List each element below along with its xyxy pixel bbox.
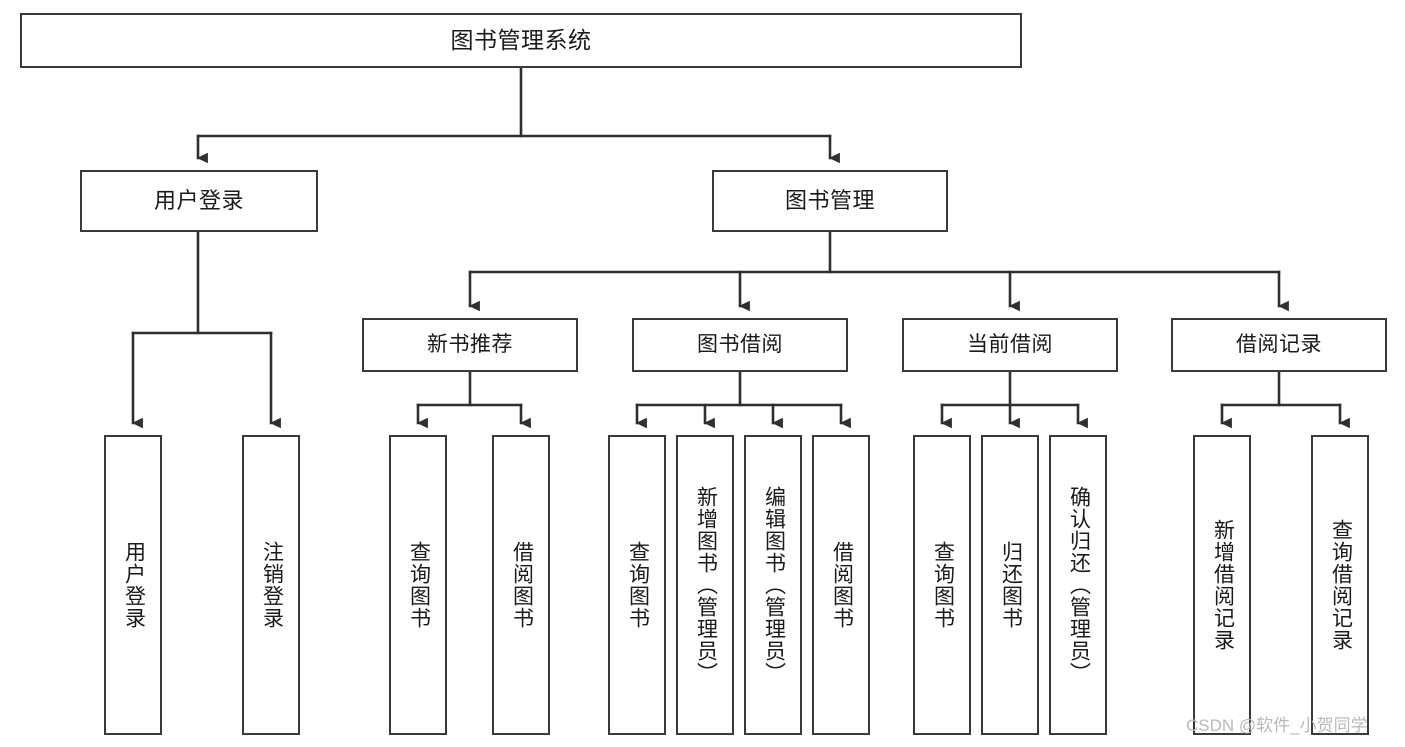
leaf-recommend-query-book[interactable]: 查询图书 bbox=[389, 435, 447, 735]
leaf-recommend-borrow-book[interactable]: 借阅图书 bbox=[492, 435, 550, 735]
node-book-borrow-label: 图书借阅 bbox=[697, 333, 783, 357]
leaf-user-login-login[interactable]: 用户登录 bbox=[104, 435, 162, 735]
leaf-user-login-logout-label: 注销登录 bbox=[260, 541, 284, 629]
leaf-record-query-record-label: 查询借阅记录 bbox=[1329, 519, 1353, 651]
leaf-borrow-query-book-label: 查询图书 bbox=[626, 541, 650, 629]
node-borrow-record-label: 借阅记录 bbox=[1236, 333, 1322, 357]
leaf-user-login-login-label: 用户登录 bbox=[122, 541, 146, 629]
leaf-borrow-borrow-book-label: 借阅图书 bbox=[830, 541, 854, 629]
leaf-borrow-edit-book-admin-label: 编辑图书（管理员） bbox=[762, 486, 786, 684]
leaf-current-return-book[interactable]: 归还图书 bbox=[981, 435, 1039, 735]
leaf-borrow-borrow-book[interactable]: 借阅图书 bbox=[812, 435, 870, 735]
leaf-current-confirm-return-admin-label: 确认归还（管理员） bbox=[1067, 486, 1091, 684]
leaf-record-query-record[interactable]: 查询借阅记录 bbox=[1311, 435, 1369, 735]
node-user-login[interactable]: 用户登录 bbox=[80, 170, 318, 232]
node-user-login-label: 用户登录 bbox=[153, 187, 244, 213]
node-new-book-recommend-label: 新书推荐 bbox=[427, 333, 513, 357]
leaf-recommend-query-book-label: 查询图书 bbox=[407, 541, 431, 629]
node-book-management-label: 图书管理 bbox=[784, 187, 875, 213]
leaf-borrow-query-book[interactable]: 查询图书 bbox=[608, 435, 666, 735]
node-root-system[interactable]: 图书管理系统 bbox=[20, 13, 1022, 68]
leaf-current-confirm-return-admin[interactable]: 确认归还（管理员） bbox=[1049, 435, 1107, 735]
leaf-record-add-record[interactable]: 新增借阅记录 bbox=[1193, 435, 1251, 735]
watermark: CSDN @软件_小贺同学 bbox=[1186, 716, 1368, 735]
node-book-management[interactable]: 图书管理 bbox=[712, 170, 948, 232]
node-current-borrow[interactable]: 当前借阅 bbox=[902, 318, 1118, 372]
leaf-current-return-book-label: 归还图书 bbox=[999, 541, 1023, 629]
node-root-label: 图书管理系统 bbox=[450, 26, 592, 53]
leaf-current-query-book-label: 查询图书 bbox=[931, 541, 955, 629]
node-new-book-recommend[interactable]: 新书推荐 bbox=[362, 318, 578, 372]
leaf-current-query-book[interactable]: 查询图书 bbox=[913, 435, 971, 735]
leaf-recommend-borrow-book-label: 借阅图书 bbox=[510, 541, 534, 629]
leaf-borrow-add-book-admin[interactable]: 新增图书（管理员） bbox=[676, 435, 734, 735]
leaf-borrow-edit-book-admin[interactable]: 编辑图书（管理员） bbox=[744, 435, 802, 735]
node-current-borrow-label: 当前借阅 bbox=[967, 333, 1053, 357]
leaf-record-add-record-label: 新增借阅记录 bbox=[1211, 519, 1235, 651]
node-book-borrow[interactable]: 图书借阅 bbox=[632, 318, 848, 372]
leaf-borrow-add-book-admin-label: 新增图书（管理员） bbox=[694, 486, 718, 684]
node-borrow-record[interactable]: 借阅记录 bbox=[1171, 318, 1387, 372]
leaf-user-login-logout[interactable]: 注销登录 bbox=[242, 435, 300, 735]
